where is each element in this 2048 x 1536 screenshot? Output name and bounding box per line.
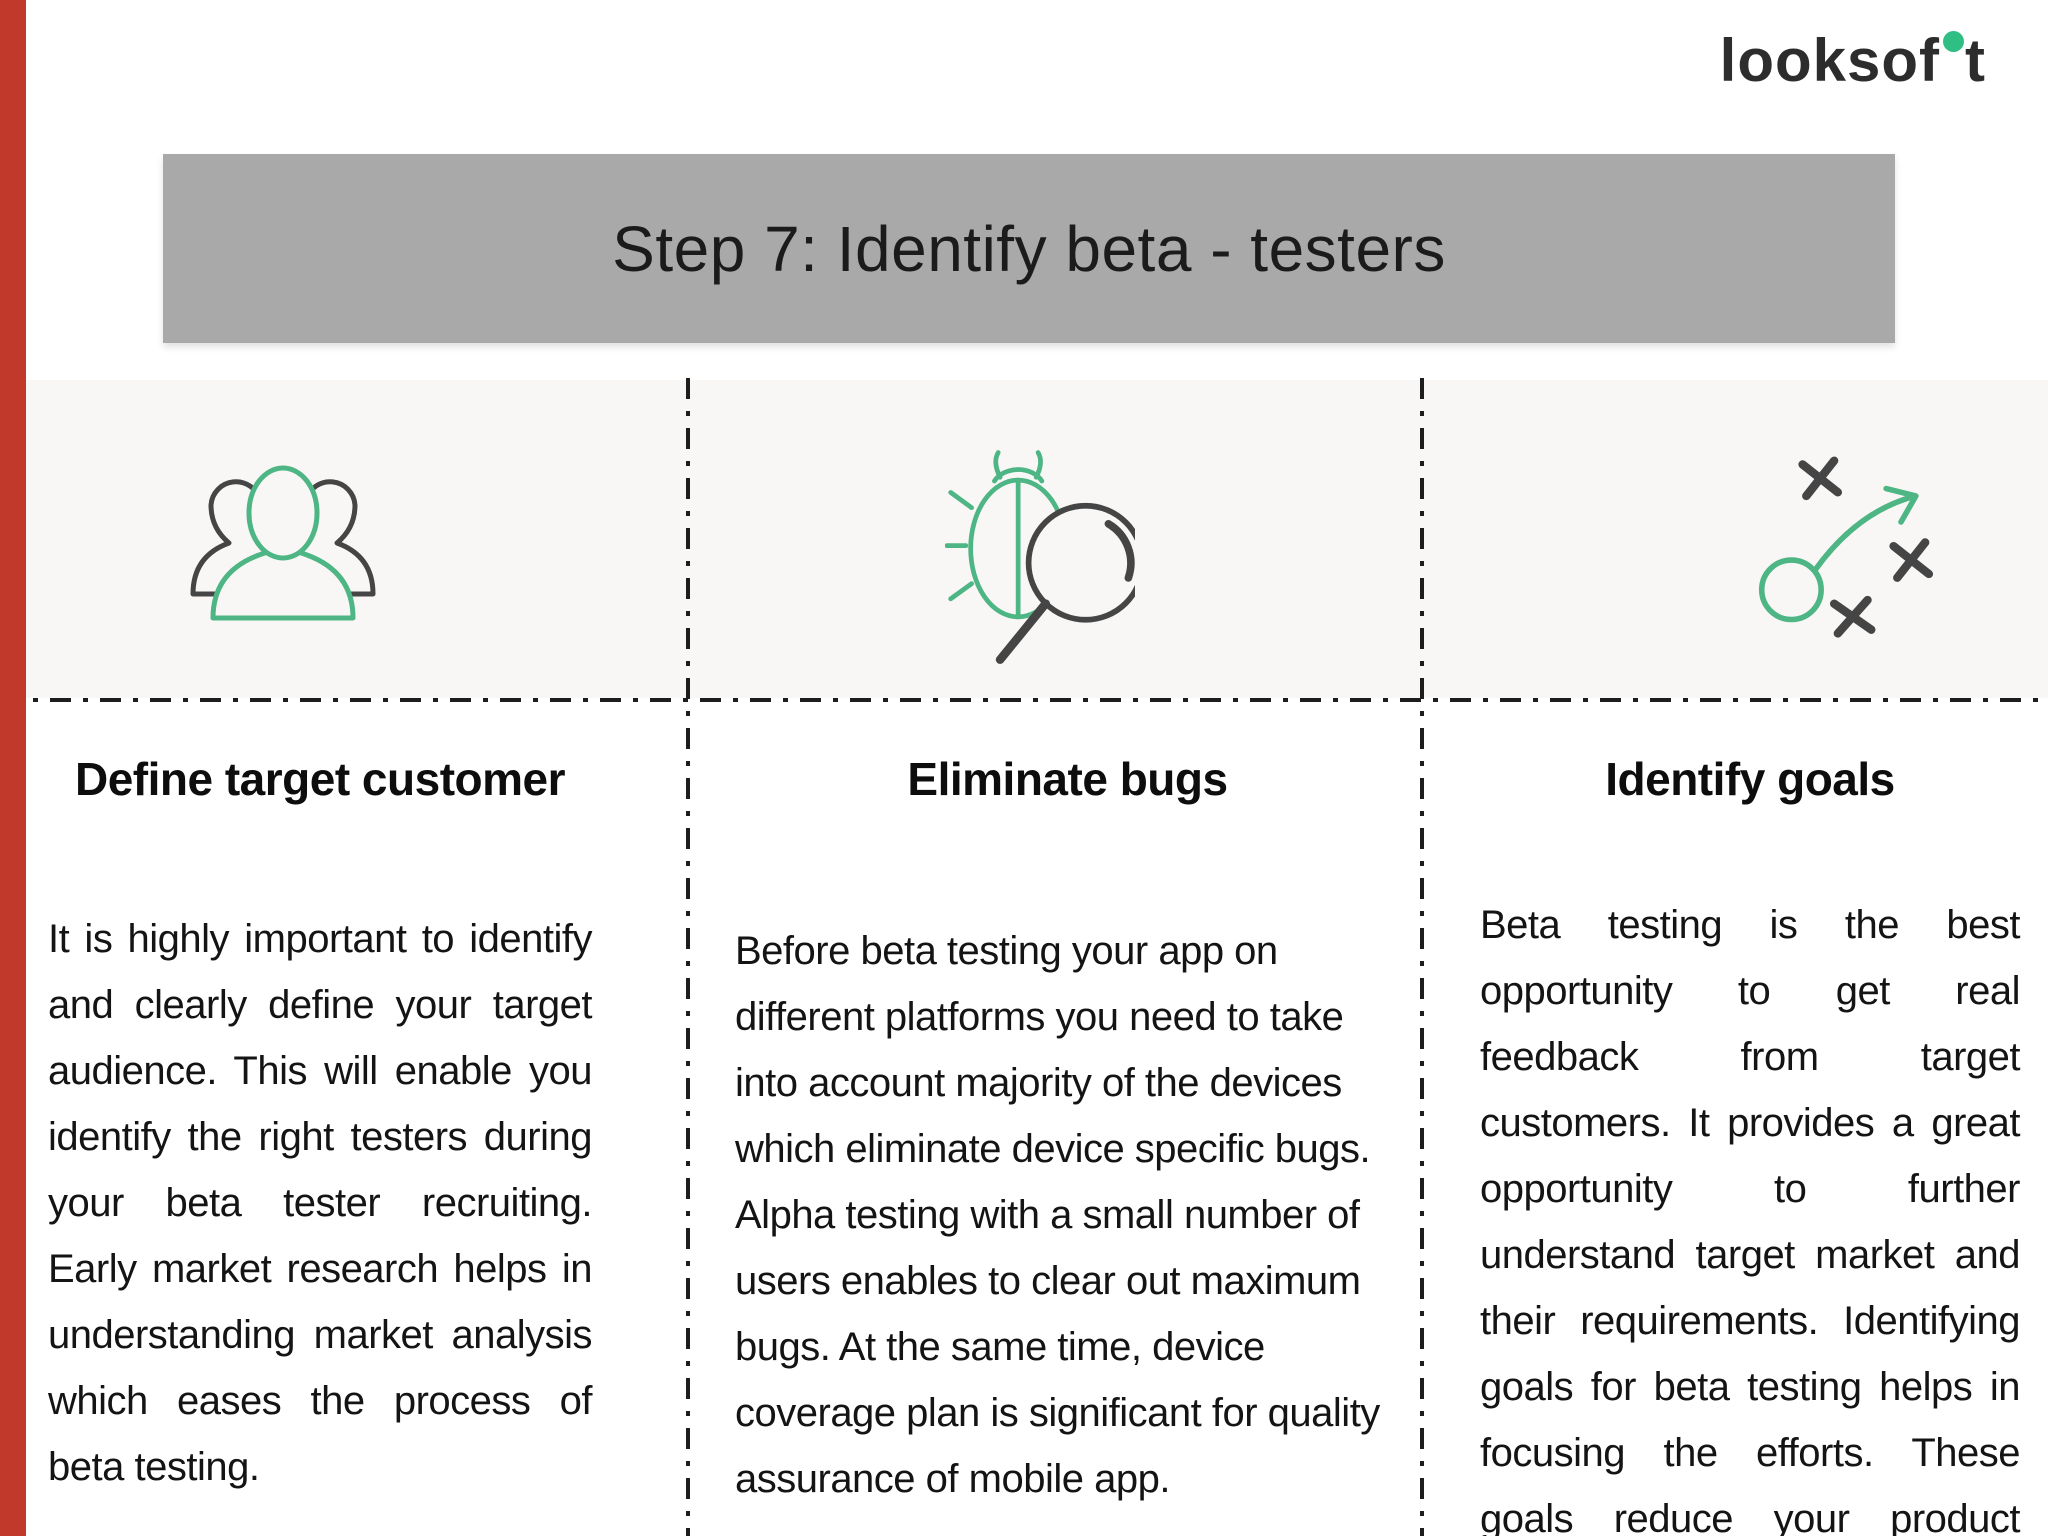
vertical-dashed-divider-1	[686, 378, 690, 1536]
horizontal-dashed-divider	[0, 698, 2048, 702]
slide-title: Step 7: Identify beta - testers	[612, 212, 1446, 285]
strategy-tactics-icon	[1758, 456, 1934, 638]
column-heading: Define target customer	[74, 753, 566, 805]
bug-magnifier-icon	[945, 450, 1135, 664]
column-body-text: Beta testing is the best opportunity to …	[1480, 903, 2021, 1536]
column-heading: Identify goals	[1605, 753, 1895, 805]
column-body-text: It is highly important to identify and c…	[48, 917, 593, 1489]
column-body-text: Before beta testing your app on differen…	[735, 929, 1380, 1501]
looksoft-logo: looksof t	[1720, 26, 1986, 95]
logo-green-dot-icon	[1943, 31, 1965, 52]
logo-text-right: t	[1965, 27, 1986, 94]
column-define-target-customer: Define target customer It is highly impo…	[48, 752, 593, 1500]
column-eliminate-bugs: Eliminate bugs Before beta testing your …	[735, 752, 1400, 1512]
column-heading: Eliminate bugs	[907, 753, 1228, 805]
title-banner: Step 7: Identify beta - testers	[163, 154, 1895, 343]
logo-text-left: looksof	[1719, 27, 1941, 94]
column-identify-goals: Identify goals Beta testing is the best …	[1480, 752, 2021, 1536]
team-people-icon	[190, 465, 376, 621]
vertical-dashed-divider-2	[1420, 378, 1424, 1536]
red-accent-bar	[0, 0, 26, 1536]
